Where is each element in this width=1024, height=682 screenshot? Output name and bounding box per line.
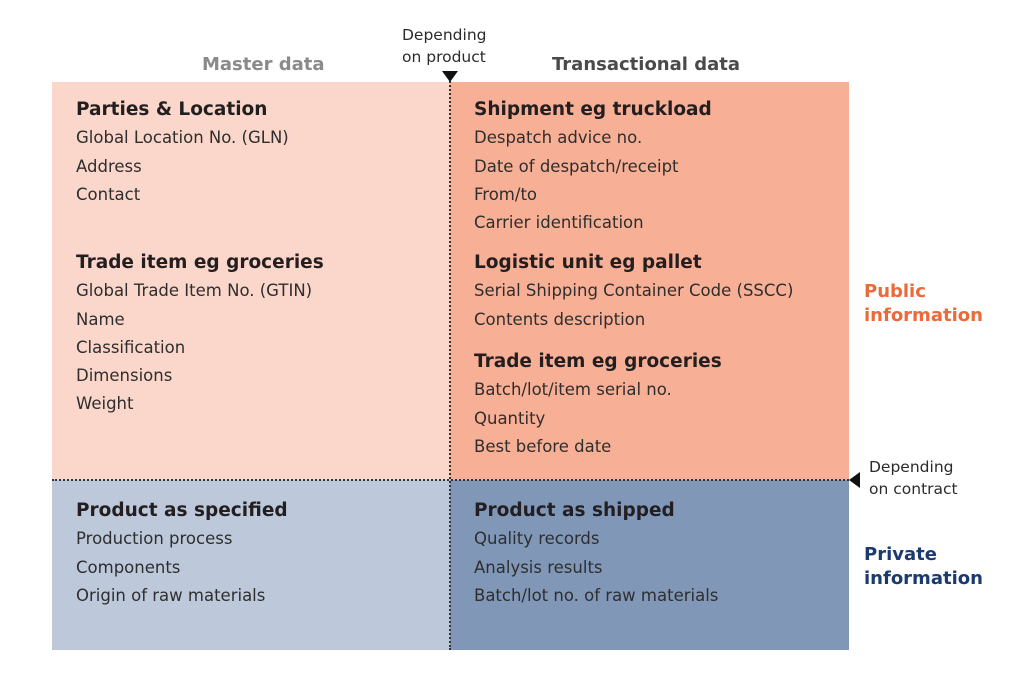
section-item: Date of despatch/receipt <box>474 156 679 176</box>
label-line: information <box>864 305 983 326</box>
section-item: Analysis results <box>474 557 603 577</box>
product-divider-line <box>449 78 451 650</box>
contract-divider-line <box>52 479 849 481</box>
label-line: information <box>864 568 983 589</box>
section-item: Origin of raw materials <box>76 585 266 605</box>
section-item: Contents description <box>474 309 646 329</box>
section-item: Classification <box>76 337 186 357</box>
section-heading: Product as shipped <box>474 500 675 521</box>
section-item: Components <box>76 557 181 577</box>
section-heading: Product as specified <box>76 500 288 521</box>
section-heading: Trade item eg groceries <box>76 252 324 273</box>
section-item: Despatch advice no. <box>474 128 643 148</box>
label-line: Private <box>864 544 937 565</box>
depending-on-contract-note: Depending on contract <box>869 456 958 500</box>
note-line: on product <box>402 48 486 66</box>
note-line: Depending <box>402 26 487 44</box>
depending-on-product-note: Depending on product <box>402 24 486 68</box>
section-item: From/to <box>474 184 538 204</box>
master-data-title: Master data <box>202 54 325 75</box>
section-item: Carrier identification <box>474 213 644 233</box>
section-item: Serial Shipping Container Code (SSCC) <box>474 281 794 301</box>
section-heading: Shipment eg truckload <box>474 99 712 120</box>
section-item: Name <box>76 309 125 329</box>
public-information-label: Public information <box>864 280 983 328</box>
section-item: Batch/lot no. of raw materials <box>474 585 719 605</box>
section-item: Quality records <box>474 529 600 549</box>
section-heading: Trade item eg groceries <box>474 351 722 372</box>
section-heading: Parties & Location <box>76 99 268 120</box>
section-heading: Logistic unit eg pallet <box>474 252 702 273</box>
section-item: Weight <box>76 394 134 414</box>
section-item: Production process <box>76 529 233 549</box>
note-line: on contract <box>869 480 958 498</box>
private-information-label: Private information <box>864 543 983 591</box>
section-item: Global Trade Item No. (GTIN) <box>76 281 313 301</box>
section-item: Global Location No. (GLN) <box>76 128 289 148</box>
section-item: Best before date <box>474 436 612 456</box>
section-item: Batch/lot/item serial no. <box>474 380 672 400</box>
section-item: Quantity <box>474 408 546 428</box>
arrow-left-icon <box>849 472 860 488</box>
section-item: Dimensions <box>76 366 173 386</box>
section-item: Contact <box>76 184 141 204</box>
transactional-data-title: Transactional data <box>552 54 740 75</box>
section-item: Address <box>76 156 142 176</box>
label-line: Public <box>864 281 926 302</box>
note-line: Depending <box>869 458 954 476</box>
arrow-down-icon <box>442 71 458 82</box>
